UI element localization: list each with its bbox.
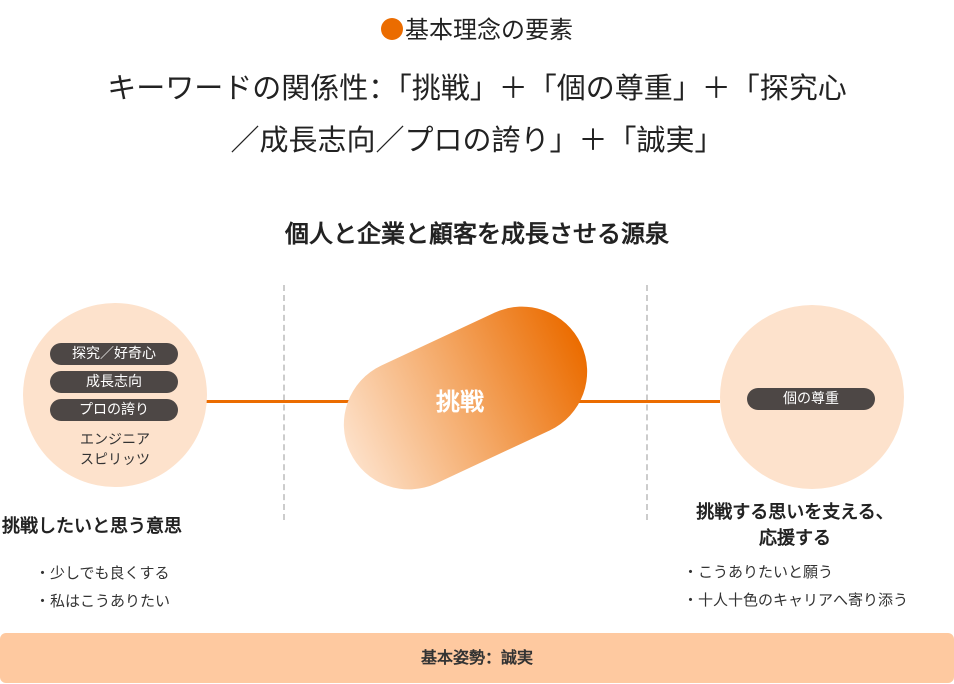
tag-pride: プロの誇り (50, 399, 178, 421)
right-circle: 個の尊重 (720, 305, 904, 489)
list-item: ・少しでも良くする (35, 564, 170, 582)
tag-respect: 個の尊重 (747, 388, 875, 410)
bullet-dot-icon (381, 18, 403, 40)
title-line-2: ／成長志向／プロの誇り」＋「誠実」 (230, 123, 724, 157)
list-item: ・私はこうありたい (35, 592, 171, 610)
left-bullets: ・少しでも良くする ・私はこうありたい (35, 559, 170, 615)
challenge-label: 挑戦 (436, 388, 484, 416)
footer-basic-stance: 基本姿勢：誠実 (0, 633, 954, 683)
list-item: ・こうありたいと願う (683, 563, 834, 581)
left-circle: 探究／好奇心 成長志向 プロの誇り エンジニアスピリッツ (23, 303, 207, 487)
right-bullets: ・こうありたいと願う ・十人十色のキャリアへ寄り添う (683, 558, 908, 614)
tag-growth: 成長志向 (50, 371, 178, 393)
section-heading-text: 基本理念の要素 (405, 16, 573, 44)
engineer-spirit-caption: エンジニアスピリッツ (80, 432, 150, 468)
list-item: ・十人十色のキャリアへ寄り添う (683, 591, 909, 609)
right-heading: 挑戦する思いを支える、応援する (696, 502, 894, 549)
section-heading: 基本理念の要素 (0, 10, 954, 45)
tag-curiosity: 探究／好奇心 (50, 343, 178, 365)
title-line-1: キーワードの関係性：「挑戦」＋「個の尊重」＋「探究心 (107, 71, 847, 105)
left-heading: 挑戦したいと思う意思 (2, 516, 182, 537)
diagram-subtitle: 個人と企業と顧客を成長させる源泉 (285, 220, 669, 248)
